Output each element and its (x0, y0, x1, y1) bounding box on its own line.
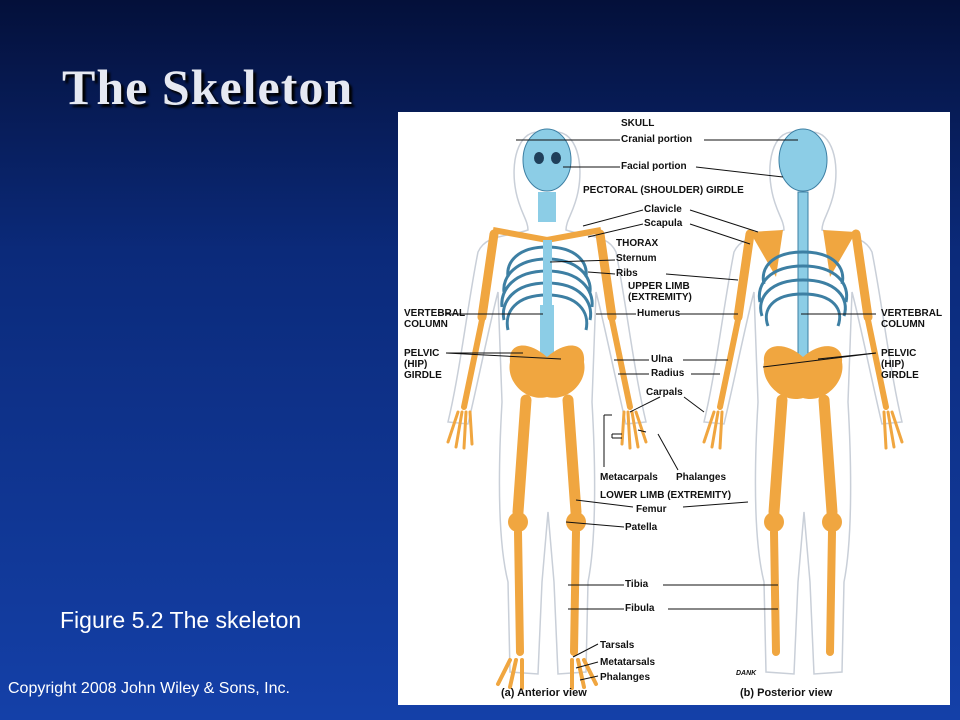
label-pelvic-girdle-right: PELVIC (HIP) GIRDLE (881, 348, 919, 381)
skeleton-figure: SKULL Cranial portion Facial portion PEC… (398, 112, 950, 705)
label-radius: Radius (651, 368, 685, 379)
anterior-femur-right (562, 394, 582, 518)
label-phalanges-foot: Phalanges (600, 672, 651, 683)
posterior-vertebral-column (797, 191, 809, 373)
posterior-skull (778, 128, 828, 192)
label-tarsals: Tarsals (600, 640, 635, 651)
label-scapula: Scapula (644, 218, 683, 229)
slide-title: The Skeleton (62, 59, 354, 115)
posterior-scapula-left (750, 230, 783, 277)
anterior-femur-left (512, 394, 532, 518)
label-fibula: Fibula (625, 603, 655, 614)
label-upper-limb: UPPER LIMB (EXTREMITY) (628, 281, 692, 303)
label-carpals: Carpals (646, 387, 683, 398)
anterior-humerus-left (477, 229, 499, 322)
anterior-sternum (543, 240, 552, 305)
figure-caption: Figure 5.2 The skeleton (60, 607, 302, 633)
copyright-notice: Copyright 2008 John Wiley & Sons, Inc. (8, 680, 290, 697)
label-posterior-view: (b) Posterior view (740, 687, 833, 699)
label-metacarpals: Metacarpals (600, 472, 658, 483)
anterior-skull (522, 128, 572, 192)
label-ribs: Ribs (616, 268, 638, 279)
label-pectoral-girdle: PECTORAL (SHOULDER) GIRDLE (583, 185, 744, 196)
anterior-patella-left (508, 512, 528, 532)
anterior-humerus-right (595, 229, 617, 322)
label-patella: Patella (625, 522, 658, 533)
anterior-skeleton (446, 128, 648, 690)
label-vertebral-column-right: VERTEBRAL COLUMN (881, 308, 943, 330)
posterior-skeleton (702, 128, 904, 656)
anterior-cervical (538, 192, 556, 222)
label-humerus: Humerus (637, 308, 681, 319)
label-skull: SKULL (621, 118, 655, 129)
anterior-ribs (500, 245, 594, 331)
label-thorax: THORAX (616, 238, 659, 249)
label-phalanges-hand: Phalanges (676, 472, 727, 483)
anterior-lumbar (540, 305, 554, 365)
label-tibia: Tibia (625, 579, 649, 590)
label-metatarsals: Metatarsals (600, 657, 656, 668)
anterior-tibia-left (514, 528, 524, 656)
anterior-pelvis (509, 345, 585, 398)
anterior-patella-right (566, 512, 586, 532)
leader-lines (445, 139, 877, 681)
posterior-scapula-right (823, 230, 856, 277)
anterior-clavicles (492, 227, 602, 244)
label-lower-limb: LOWER LIMB (EXTREMITY) (600, 490, 732, 501)
label-femur: Femur (636, 504, 667, 515)
posterior-ribs (757, 250, 849, 327)
artist-signature: DANK (736, 670, 757, 677)
label-sternum: Sternum (616, 253, 657, 264)
label-vertebral-column-left: VERTEBRAL COLUMN (404, 308, 466, 330)
label-facial-portion: Facial portion (621, 161, 687, 172)
label-ulna: Ulna (651, 354, 673, 365)
anterior-tibia-right (570, 528, 580, 656)
label-cranial-portion: Cranial portion (621, 134, 693, 145)
label-anterior-view: (a) Anterior view (501, 687, 587, 699)
skeleton-illustration (445, 128, 904, 690)
label-clavicle: Clavicle (644, 204, 682, 215)
label-pelvic-girdle-left: PELVIC (HIP) GIRDLE (404, 348, 442, 381)
